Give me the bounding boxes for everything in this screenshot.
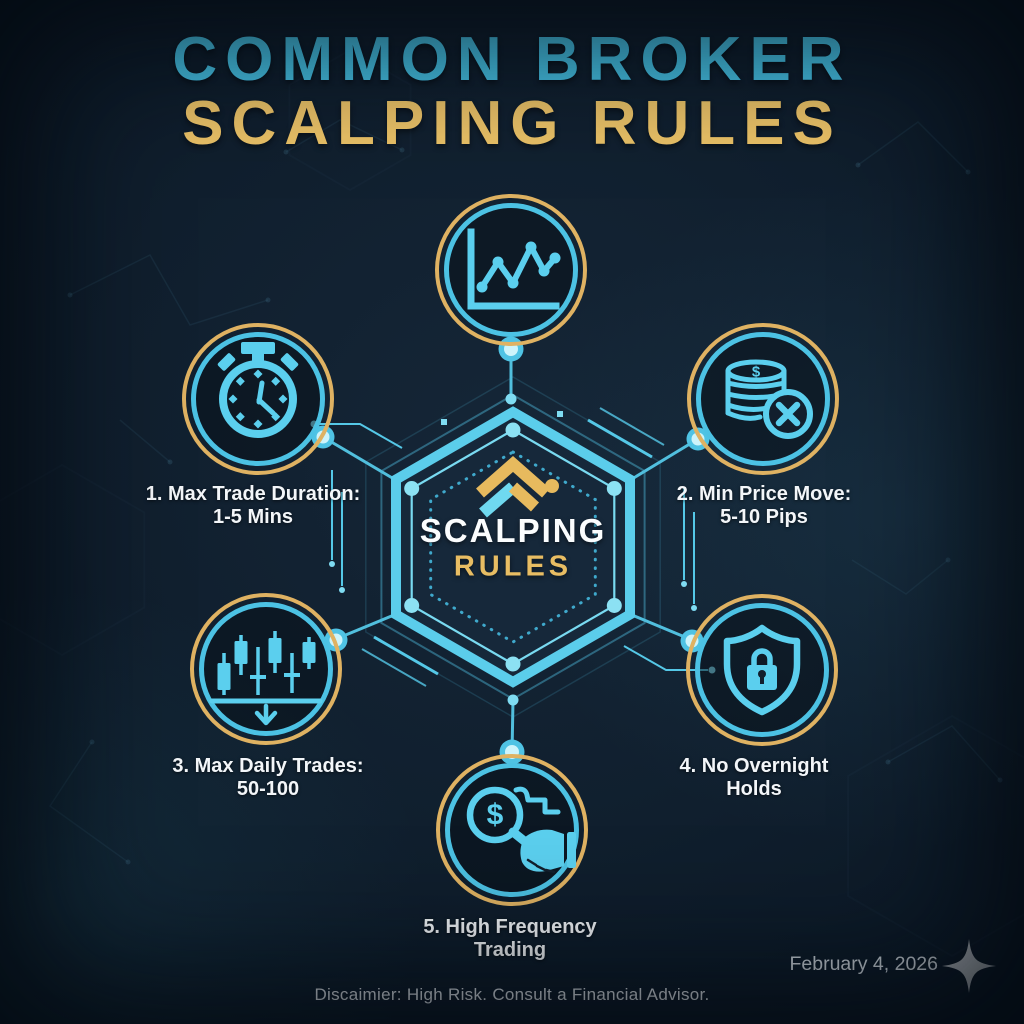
rule-5-line-1: 5. High Frequency xyxy=(423,916,597,938)
rule-1-line-1: 1. Max Trade Duration: xyxy=(145,483,361,505)
date-text: February 4, 2026 xyxy=(789,953,938,975)
candlestick-chart-icon xyxy=(209,631,323,726)
center-badge-subtitle: RULES xyxy=(453,550,573,583)
rule-4-line-2: Holds xyxy=(726,778,782,800)
center-hexagon xyxy=(365,376,661,718)
rule-2-line-1: 2. Min Price Move: xyxy=(676,483,852,505)
title-line-2: SCALPING RULES xyxy=(182,89,842,158)
magnifier-dollar-glyph: $ xyxy=(487,799,504,832)
rule-5-line-2: Trading xyxy=(473,939,547,961)
rule-label-2: 2. Min Price Move: 5-10 Pips xyxy=(574,483,954,529)
rule-label-1: 1. Max Trade Duration: 1-5 Mins xyxy=(63,483,443,529)
title-line-1: COMMON BROKER xyxy=(172,25,852,94)
coin-dollar-glyph: $ xyxy=(752,364,761,381)
padlock xyxy=(747,648,777,690)
rule-4-line-1: 4. No Overnight xyxy=(679,755,829,777)
rule-label-4: 4. No Overnight Holds xyxy=(564,755,944,801)
page-title: COMMON BROKER SCALPING RULES xyxy=(0,28,1024,156)
shield-lock-icon xyxy=(723,624,801,716)
coins-cancel-icon: $ xyxy=(725,359,813,439)
rule-3-line-2: 50-100 xyxy=(236,778,300,800)
node-circle-chart xyxy=(435,194,587,346)
line-chart-icon xyxy=(467,228,561,310)
down-arrow xyxy=(254,703,278,726)
hexagon-vertex-dots xyxy=(404,422,622,672)
rule-label-3: 3. Max Daily Trades: 50-100 xyxy=(78,755,458,801)
rule-1-line-2: 1-5 Mins xyxy=(212,506,294,528)
hand xyxy=(520,829,576,874)
magnifier-dollar-icon: $ xyxy=(466,786,576,874)
rule-label-5: 5. High Frequency Trading xyxy=(320,916,700,962)
trend-steps xyxy=(513,786,561,815)
disclaimer-text: Discaimier: High Risk. Consult a Financi… xyxy=(314,985,710,1004)
background-pattern xyxy=(0,48,1024,958)
sparkle-icon xyxy=(942,939,996,993)
scalping-logo-icon xyxy=(476,456,559,518)
rule-2-line-2: 5-10 Pips xyxy=(720,506,808,528)
center-badge-title: SCALPING xyxy=(419,512,607,549)
rule-3-line-1: 3. Max Daily Trades: xyxy=(172,755,364,777)
